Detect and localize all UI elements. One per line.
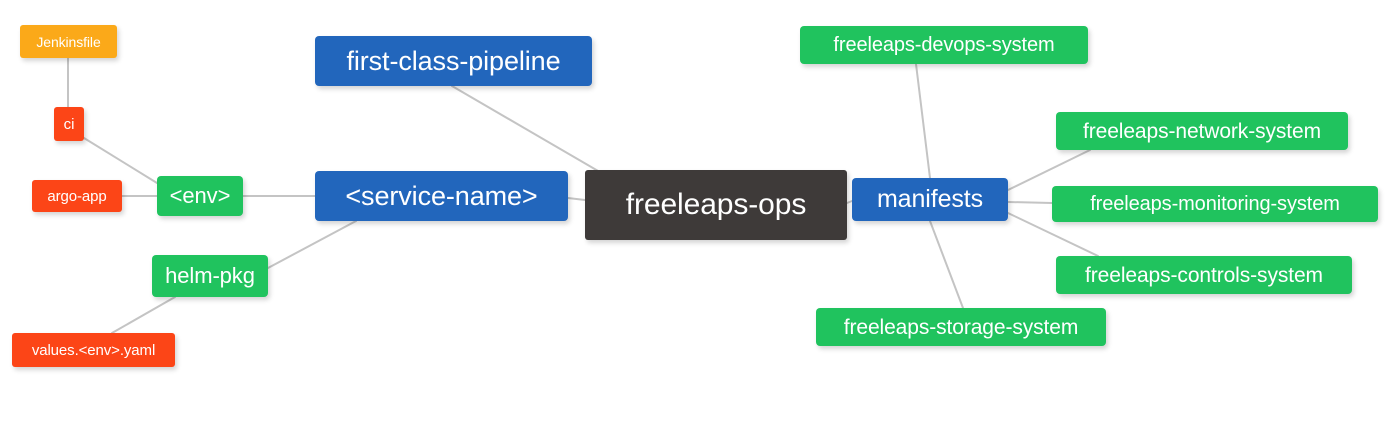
node-label-jenkinsfile: Jenkinsfile	[36, 33, 101, 50]
node-label-argo-app: argo-app	[47, 187, 107, 205]
node-freeleaps-storage-system[interactable]: freeleaps-storage-system	[816, 308, 1106, 346]
node-label-ci: ci	[63, 115, 75, 133]
node-label-freeleaps-monitoring-system: freeleaps-monitoring-system	[1090, 193, 1340, 215]
node-values-env-yaml[interactable]: values.<env>.yaml	[12, 333, 175, 367]
node-label-values-env-yaml: values.<env>.yaml	[31, 341, 156, 359]
node-ci[interactable]: ci	[54, 107, 84, 141]
node-label-freeleaps-network-system: freeleaps-network-system	[1082, 119, 1321, 143]
node-label-helm-pkg: helm-pkg	[165, 263, 255, 288]
node-label-freeleaps-ops: freeleaps-ops	[625, 188, 807, 221]
node-helm-pkg[interactable]: helm-pkg	[152, 255, 268, 297]
node-freeleaps-ops[interactable]: freeleaps-ops	[585, 170, 847, 240]
node-freeleaps-monitoring-system[interactable]: freeleaps-monitoring-system	[1052, 186, 1378, 222]
node-label-freeleaps-controls-system: freeleaps-controls-system	[1085, 263, 1323, 287]
node-argo-app[interactable]: argo-app	[32, 180, 122, 212]
node-label-freeleaps-devops-system: freeleaps-devops-system	[833, 34, 1055, 56]
node-label-first-class-pipeline: first-class-pipeline	[346, 45, 561, 76]
node-manifests[interactable]: manifests	[852, 178, 1008, 221]
node-env[interactable]: <env>	[157, 176, 243, 216]
node-label-env: <env>	[169, 183, 231, 208]
node-jenkinsfile[interactable]: Jenkinsfile	[20, 25, 117, 58]
node-freeleaps-network-system[interactable]: freeleaps-network-system	[1056, 112, 1348, 150]
node-freeleaps-controls-system[interactable]: freeleaps-controls-system	[1056, 256, 1352, 294]
node-freeleaps-devops-system[interactable]: freeleaps-devops-system	[800, 26, 1088, 64]
node-service-name[interactable]: <service-name>	[315, 171, 568, 221]
node-label-freeleaps-storage-system: freeleaps-storage-system	[843, 315, 1079, 339]
node-label-service-name: <service-name>	[345, 180, 538, 211]
node-label-manifests: manifests	[876, 185, 984, 213]
node-first-class-pipeline[interactable]: first-class-pipeline	[315, 36, 592, 86]
